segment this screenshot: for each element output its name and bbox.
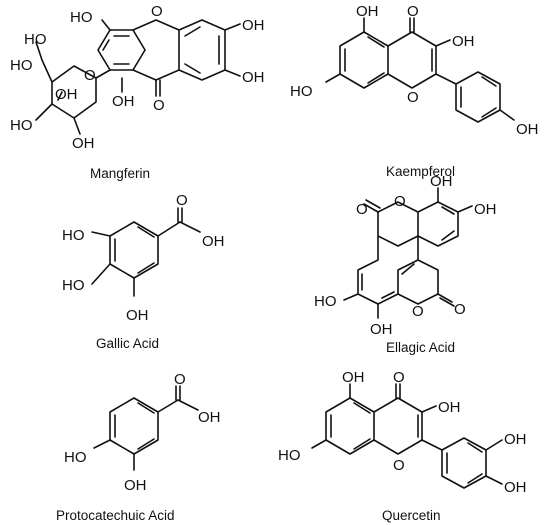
structure-gallic-acid: O OH HO HO OH Gallic Acid [62,192,225,351]
mangferin-caption: Mangferin [90,166,150,181]
protocatechuic-acid-caption: Protocatechuic Acid [56,508,175,523]
kaempferol-ho-left: HO [290,83,313,100]
structure-ellagic-acid: O O OH OH HO O O OH Ellagic Acid [314,173,497,355]
quercetin-ho-left: HO [278,447,301,464]
quercetin-oh-phenyl-lower: OH [504,479,527,496]
protocatechuic-acid-ho-left: HO [64,449,87,466]
ellagic-acid-ring-oxygen-bottom: O [412,303,424,320]
gallic-acid-oh-bottom: OH [126,307,149,324]
protocatechuic-acid-oh-bottom: OH [124,477,147,494]
mangferin-ho-top: HO [70,9,93,26]
mangferin-oh-right-upper: OH [242,17,265,34]
quercetin-oh-c3: OH [438,399,461,416]
mangferin-ho-sugar-left: HO [10,57,33,74]
structure-kaempferol: OH O OH HO O OH Kaempferol [290,3,539,179]
gallic-acid-ho-lower: HO [62,277,85,294]
mangferin-ho-sugar-top: HO [24,31,47,48]
mangferin-ring-oxygen-sugar: O [84,67,96,84]
quercetin-ring-oxygen: O [393,457,405,474]
kaempferol-oh-phenyl: OH [516,121,539,138]
quercetin-carbonyl-oxygen: O [393,369,405,386]
ellagic-acid-oh-top: OH [430,173,453,190]
ellagic-acid-oh-right: OH [474,201,497,218]
structure-mangferin: HO O OH OH OH O HO HO OH O HO OH Mangfer… [10,3,265,181]
protocatechuic-acid-oh-acid: OH [198,409,221,426]
quercetin-caption: Quercetin [382,508,441,523]
mangferin-oh-sugar-ring: OH [55,86,78,103]
quercetin-oh-top: OH [342,369,365,386]
ellagic-acid-carbonyl-oxygen-right: O [454,301,466,318]
kaempferol-ring-oxygen: O [407,89,419,106]
gallic-acid-ho-upper: HO [62,227,85,244]
mangferin-oh-right-lower: OH [242,69,265,86]
ellagic-acid-carbonyl-oxygen-left: O [356,201,368,218]
structure-quercetin: OH O OH HO O OH OH Quercetin [278,369,527,523]
kaempferol-oh-c3: OH [452,33,475,50]
structure-protocatechuic-acid: O OH HO OH Protocatechuic Acid [56,371,221,523]
kaempferol-oh-top: OH [356,3,379,20]
gallic-acid-carbonyl-oxygen: O [176,192,188,209]
mangferin-oh-bottom: OH [112,93,135,110]
mangferin-ho-sugar-bottom: HO [10,117,33,134]
mangferin-oh-sugar-lower: OH [72,135,95,152]
quercetin-oh-phenyl-upper: OH [504,431,527,448]
mangferin-ring-oxygen-top: O [151,3,163,20]
gallic-acid-oh-acid: OH [202,233,225,250]
ellagic-acid-ring-oxygen-top: O [394,193,406,210]
ellagic-acid-ho-left: HO [314,293,337,310]
ellagic-acid-caption: Ellagic Acid [386,340,455,355]
kaempferol-caption: Kaempferol [386,164,455,179]
gallic-acid-caption: Gallic Acid [96,336,159,351]
mangferin-carbonyl-oxygen: O [153,97,165,114]
ellagic-acid-oh-bottom: OH [370,321,393,338]
kaempferol-carbonyl-oxygen: O [407,3,419,20]
protocatechuic-acid-carbonyl-oxygen: O [174,371,186,388]
